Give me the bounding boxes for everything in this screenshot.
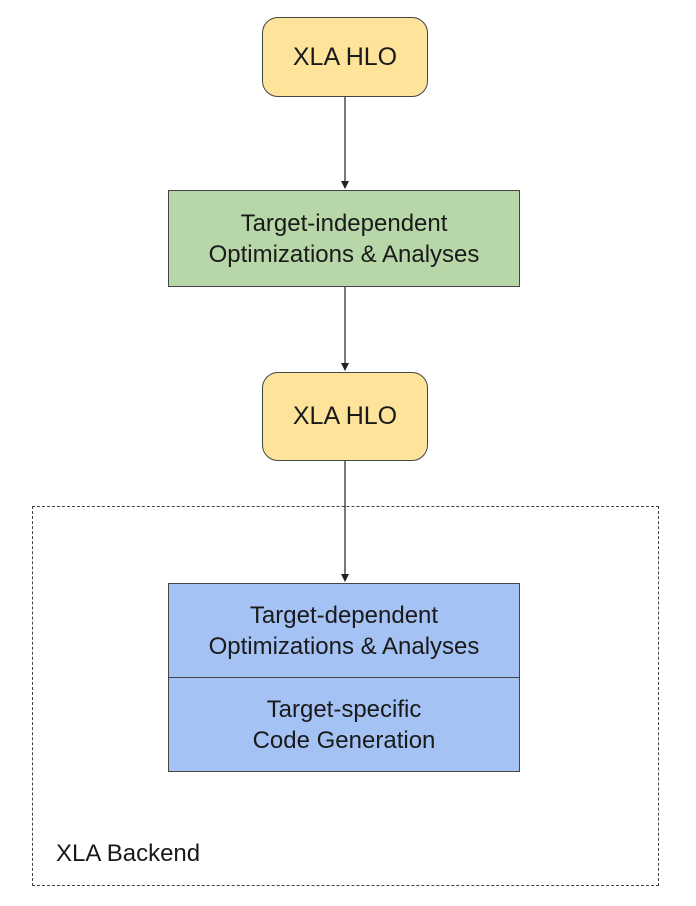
code-generation-node: Target-specific Code Generation (168, 677, 520, 772)
target-independent-node: Target-independent Optimizations & Analy… (168, 190, 520, 287)
code-generation-line-2: Code Generation (252, 726, 436, 754)
target-independent-line-1: Target-independent (240, 209, 448, 237)
xla-backend-label: XLA Backend (56, 840, 201, 867)
xla-hlo-input-label: XLA HLO (292, 42, 398, 71)
target-dependent-node: Target-dependent Optimizations & Analyse… (168, 583, 520, 678)
xla-hlo-optimized-label: XLA HLO (292, 402, 398, 430)
code-generation-line-1: Target-specific (266, 695, 422, 723)
target-independent-line-2: Optimizations & Analyses (208, 240, 480, 268)
xla-hlo-input-node: XLA HLO (262, 17, 428, 97)
xla-hlo-optimized-node: XLA HLO (262, 372, 428, 461)
target-dependent-line-2: Optimizations & Analyses (208, 632, 480, 660)
target-dependent-line-1: Target-dependent (249, 601, 439, 629)
